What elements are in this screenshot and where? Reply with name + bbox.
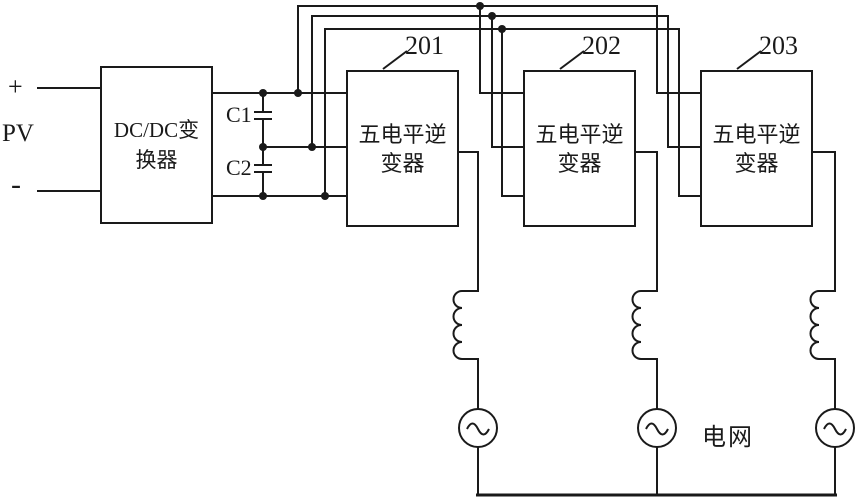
bus-drop-202-negative <box>501 29 523 197</box>
inverter-202-label-line1: 五电平逆 <box>535 121 624 147</box>
bus-drop-202-positive <box>479 6 523 94</box>
output-wire-inductor-202 <box>631 151 658 495</box>
pv-plus-terminal-label: + <box>8 72 23 101</box>
ref-leader-203 <box>736 50 762 70</box>
dcdc-converter-label-line1: DC/DC变 <box>113 118 200 142</box>
inverter-202-label-line2: 变器 <box>557 150 602 176</box>
capacitor-c2-label: C2 <box>226 155 252 180</box>
bus-drop-202-midpoint <box>491 16 523 148</box>
ref-leader-201 <box>382 50 408 70</box>
dcdc-converter-box: DC/DC变 换器 <box>100 66 213 224</box>
inverter-201-label-line2: 变器 <box>380 150 425 176</box>
ref-label-203: 203 <box>759 31 798 60</box>
inverter-201-label-line1: 五电平逆 <box>358 121 447 147</box>
pv-label: PV <box>2 120 34 147</box>
output-wire-inductor-203 <box>809 151 836 495</box>
pv-minus-terminal-label: - <box>11 168 21 201</box>
inverter-203-label-line2: 变器 <box>734 150 779 176</box>
ref-label-202: 202 <box>582 31 621 60</box>
inverter-box-201: 五电平逆 变器 <box>346 70 459 227</box>
ac-source-icon-201 <box>458 408 498 448</box>
output-wire-inductor-201 <box>452 151 479 495</box>
ref-label-201: 201 <box>405 31 444 60</box>
capacitor-c2-icon <box>254 147 272 196</box>
bus-line-positive <box>297 5 700 94</box>
ac-source-icon-203 <box>815 408 855 448</box>
inverter-203-label-line1: 五电平逆 <box>712 121 801 147</box>
capacitor-c1-label: C1 <box>226 102 252 127</box>
bus-line-negative <box>324 28 700 197</box>
grid-label: 电网 <box>702 425 754 451</box>
inverter-box-203: 五电平逆 变器 <box>700 70 813 227</box>
inverter-box-202: 五电平逆 变器 <box>523 70 636 227</box>
ref-leader-202 <box>559 50 585 70</box>
dcdc-converter-label-line2: 换器 <box>135 148 178 172</box>
capacitor-c1-icon <box>254 93 272 147</box>
ac-source-icon-202 <box>637 408 677 448</box>
junction-dots <box>259 2 506 200</box>
